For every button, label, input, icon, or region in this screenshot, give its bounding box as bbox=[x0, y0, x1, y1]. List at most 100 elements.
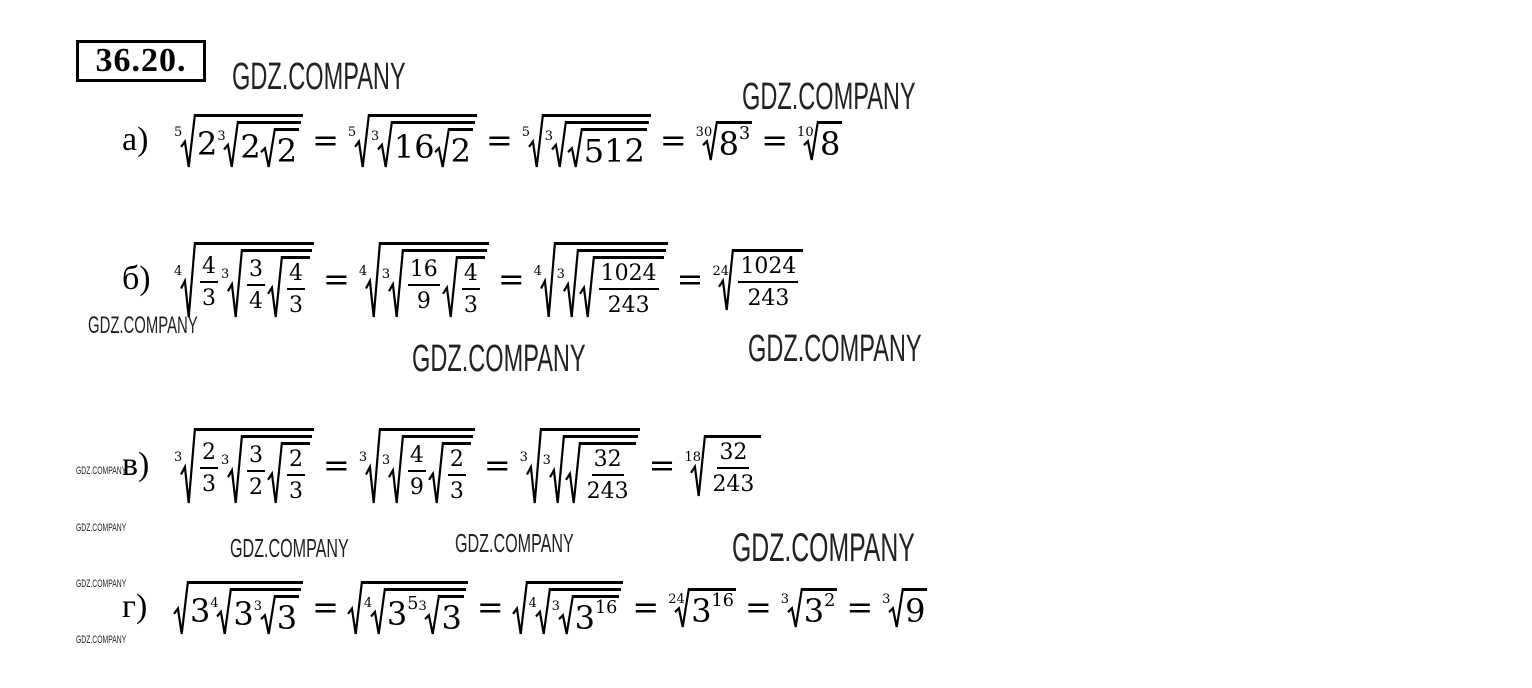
power-base: 3 bbox=[691, 591, 712, 630]
radical-sign-icon bbox=[181, 242, 195, 317]
math-term: 3 bbox=[233, 595, 254, 633]
radical-sign-icon bbox=[703, 121, 717, 160]
numerator: 4 bbox=[200, 255, 218, 283]
power-base: 3 bbox=[803, 591, 825, 630]
denominator: 4 bbox=[249, 289, 263, 314]
radical-sign-icon bbox=[181, 428, 195, 503]
watermark: GDZ.COMPANY bbox=[732, 526, 915, 570]
radical-index: 3 bbox=[381, 453, 391, 469]
exercise-number: 36.20. bbox=[76, 40, 206, 82]
equals-sign: = bbox=[312, 588, 339, 626]
watermark: GDZ.COMPANY bbox=[455, 528, 574, 558]
radical-sign-icon bbox=[804, 121, 818, 160]
radical-sign-icon bbox=[566, 442, 580, 503]
watermark: GDZ.COMPANY bbox=[88, 312, 198, 339]
power-base: 3 bbox=[574, 598, 595, 637]
math-term: 9 bbox=[905, 591, 926, 630]
denominator: 3 bbox=[202, 471, 216, 497]
radical: 2 bbox=[261, 127, 300, 170]
watermark: GDZ.COMPANY bbox=[76, 465, 127, 477]
radical-index: 4 bbox=[358, 263, 368, 279]
item-label: г) bbox=[122, 588, 148, 625]
radical-index: 5 bbox=[174, 124, 183, 140]
radical-index: 3 bbox=[542, 453, 551, 469]
radical-sign-icon bbox=[719, 249, 733, 310]
power-base: 3 bbox=[386, 595, 408, 633]
radicand: 9 bbox=[903, 587, 928, 630]
radical-sign-icon bbox=[224, 121, 238, 167]
denominator: 3 bbox=[202, 285, 216, 311]
math-term: 2 bbox=[276, 131, 298, 170]
radical: 10 8 bbox=[797, 121, 843, 163]
denominator: 243 bbox=[586, 478, 629, 504]
denominator: 9 bbox=[409, 475, 424, 500]
numerator: 32 bbox=[591, 448, 624, 476]
radicand: 2 bbox=[274, 127, 300, 170]
exponent: 5 bbox=[407, 594, 419, 614]
radical-sign-icon bbox=[529, 114, 543, 167]
radical-index: 10 bbox=[797, 125, 814, 141]
equals-sign: = bbox=[676, 260, 704, 298]
radical-index: 30 bbox=[695, 125, 713, 141]
exponent: 3 bbox=[739, 123, 751, 144]
radical-sign-icon bbox=[268, 442, 282, 503]
radical-sign-icon bbox=[389, 435, 403, 503]
radical-sign-icon bbox=[389, 249, 403, 317]
radical-sign-icon bbox=[559, 595, 573, 634]
radical-index: 3 bbox=[882, 592, 891, 608]
radical-index: 3 bbox=[551, 599, 560, 615]
radical-index: 3 bbox=[221, 453, 230, 469]
radical-index: 4 bbox=[363, 595, 373, 611]
numerator: 4 bbox=[287, 262, 305, 290]
radical-index: 3 bbox=[221, 267, 230, 283]
radical-sign-icon bbox=[429, 442, 443, 503]
radical-sign-icon bbox=[675, 588, 689, 627]
math-term: 8 bbox=[820, 124, 841, 163]
radical-sign-icon bbox=[513, 581, 527, 634]
numerator: 3 bbox=[247, 259, 265, 286]
radical-sign-icon bbox=[580, 256, 594, 317]
numerator: 2 bbox=[287, 448, 305, 476]
denominator: 3 bbox=[289, 478, 303, 504]
watermark: GDZ.COMPANY bbox=[742, 76, 916, 118]
watermark: GDZ.COMPANY bbox=[76, 578, 127, 590]
watermark: GDZ.COMPANY bbox=[748, 328, 922, 370]
